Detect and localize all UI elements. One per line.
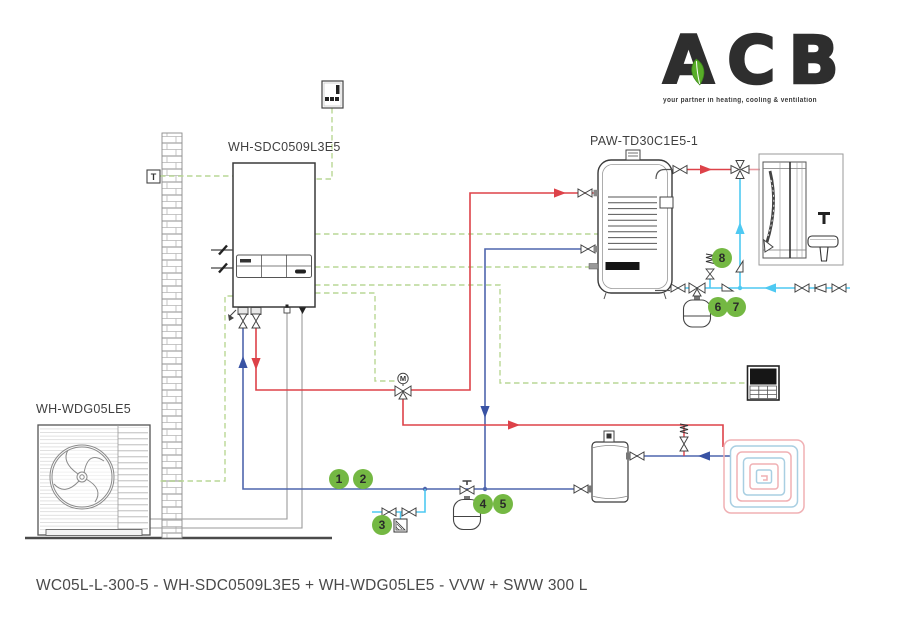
control-wiring: [160, 108, 748, 482]
outdoor-unit: [37, 424, 151, 536]
indoor-unit-panel: [236, 254, 312, 278]
washbasin-icon: [807, 212, 839, 262]
callout-8: 8: [712, 248, 732, 268]
diagram-caption: WC05L-L-300-5 - WH-SDC0509L3E5 + WH-WDG0…: [36, 577, 588, 594]
tank-coil: [608, 196, 657, 250]
indoor-unit: [211, 162, 316, 321]
motorized-3way-valve: [394, 372, 412, 400]
brick-wall: [161, 132, 183, 539]
callout-7: 7: [726, 297, 746, 317]
storage-tank: [588, 149, 674, 300]
motorized-valve-marker: M: [399, 373, 407, 383]
callout-1: 1: [329, 469, 349, 489]
heating-supply-pipes: [251, 164, 760, 447]
leaf-icon: [691, 58, 705, 86]
floor-heating-loop: [723, 439, 805, 514]
callout-3: 3: [372, 515, 392, 535]
outdoor-unit-label: WH-WDG05LE5: [36, 402, 131, 416]
temperature-sensor-marker: T: [150, 172, 157, 182]
differential-bypass-valve: [679, 423, 689, 456]
buffer-tank: [588, 430, 630, 503]
brand-wordmark: ACB: [662, 22, 852, 99]
fan-icon: [49, 444, 115, 510]
tank-heating-element: [588, 262, 640, 270]
mixing-valve: [730, 160, 750, 179]
safety-valve-group: [705, 253, 715, 280]
brand-tagline: your partner in heating, cooling & venti…: [663, 97, 817, 104]
outdoor-temp-sensor: [146, 169, 161, 184]
callout-5: 5: [493, 494, 513, 514]
dhw-expansion-vessel: [682, 282, 712, 328]
brand-logo: ACB your partner in heating, cooling & v…: [662, 22, 888, 104]
callout-4: 4: [473, 494, 493, 514]
shower-icon: [762, 161, 807, 259]
bathroom: [758, 153, 844, 266]
callout-6: 6: [708, 297, 728, 317]
refrigerant-lines: [150, 307, 303, 529]
storage-tank-label: PAW-TD30C1E5-1: [590, 134, 699, 148]
callout-2: 2: [353, 469, 373, 489]
room-thermostat: [746, 365, 780, 401]
indoor-unit-label: WH-SDC0509L3E5: [228, 140, 341, 154]
power-supply-icon: [211, 244, 233, 274]
remote-controller: [321, 80, 344, 109]
fill-filter-assembly: [393, 512, 408, 533]
